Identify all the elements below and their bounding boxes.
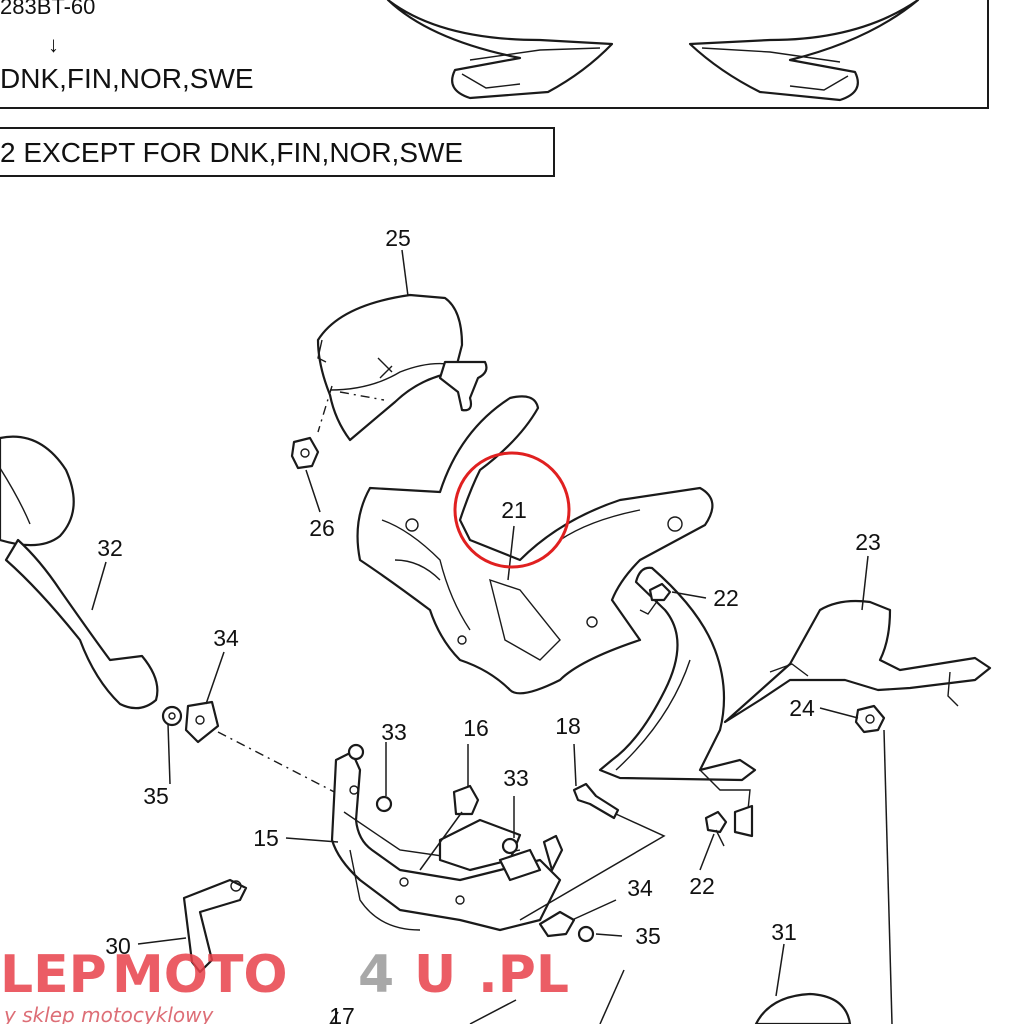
part-15-bracket (330, 750, 562, 932)
callout-34-top: 34 (213, 625, 239, 651)
watermark-brand-end: .PL (478, 945, 569, 1005)
variant-b-label: 2 EXCEPT FOR DNK,FIN,NOR,SWE (0, 137, 463, 168)
callout-33-top: 33 (381, 719, 407, 745)
part-22-screw-top (639, 582, 672, 615)
callout-24: 24 (789, 695, 815, 721)
callout-22-top: 22 (713, 585, 739, 611)
part-33-nut-a (347, 743, 393, 813)
watermark-tagline: y sklep motocyklowy (3, 1003, 214, 1024)
arrow-down-icon: ↓ (48, 32, 59, 57)
variant-box-bottom: 2 EXCEPT FOR DNK,FIN,NOR,SWE (0, 127, 555, 177)
callout-15: 15 (253, 825, 279, 851)
part-15-tab (542, 834, 564, 872)
watermark-brand-left: LEP (0, 945, 107, 1005)
callout-33-mid: 33 (503, 765, 529, 791)
part-code-label: 283BT-60 (0, 0, 95, 19)
watermark-brand-tail: U (414, 945, 456, 1005)
callout-34-bottom: 34 (627, 875, 653, 901)
part-22-screw-bottom (704, 810, 728, 847)
watermark-brand-num: 4 (358, 945, 394, 1005)
part-34-washer-right (538, 910, 576, 938)
part-25-cover (316, 293, 488, 442)
callout-26: 26 (309, 515, 335, 541)
watermark-logo: LEP MOTO 4 U .PL y sklep motocyklowy (0, 945, 569, 1024)
callout-25: 25 (385, 225, 411, 251)
callout-35-left: 35 (143, 783, 169, 809)
callout-32: 32 (97, 535, 123, 561)
part-35-nut-right (577, 925, 595, 943)
part-21-inner-panel (356, 395, 714, 695)
callout-21: 21 (501, 497, 527, 523)
callout-30: 30 (105, 933, 131, 959)
callout-31: 31 (771, 919, 797, 945)
part-16-grommet (452, 784, 480, 816)
callout-18: 18 (555, 713, 581, 739)
part-24-nut (854, 704, 886, 734)
part-35-nut-left (161, 705, 183, 727)
watermark-brand-mid: MOTO (112, 945, 288, 1005)
callout-35-right: 35 (635, 923, 661, 949)
callout-16: 16 (463, 715, 489, 741)
highlight-circle-21 (453, 451, 571, 569)
decal-left (386, 0, 614, 100)
part-34-washer-left (184, 700, 220, 744)
part-22-bracket (733, 804, 754, 838)
part-32-mirror (0, 435, 159, 710)
variant-box-top: 283BT-60 ↓ DNK,FIN,NOR,SWE (0, 0, 989, 109)
part-33-nut-b (501, 837, 519, 855)
callout-22-bottom: 22 (689, 873, 715, 899)
part-26-nut (290, 436, 320, 470)
callout-23: 23 (855, 529, 881, 555)
part-31-mirror-lower (754, 992, 852, 1024)
callout-17: 17 (329, 1003, 355, 1024)
decal-right (688, 0, 920, 102)
part-23-cover (723, 599, 992, 724)
variant-a-label: DNK,FIN,NOR,SWE (0, 63, 254, 94)
part-18-bolt (572, 782, 620, 820)
part-23-side-panel (598, 566, 757, 811)
part-30-bracket (182, 878, 248, 974)
